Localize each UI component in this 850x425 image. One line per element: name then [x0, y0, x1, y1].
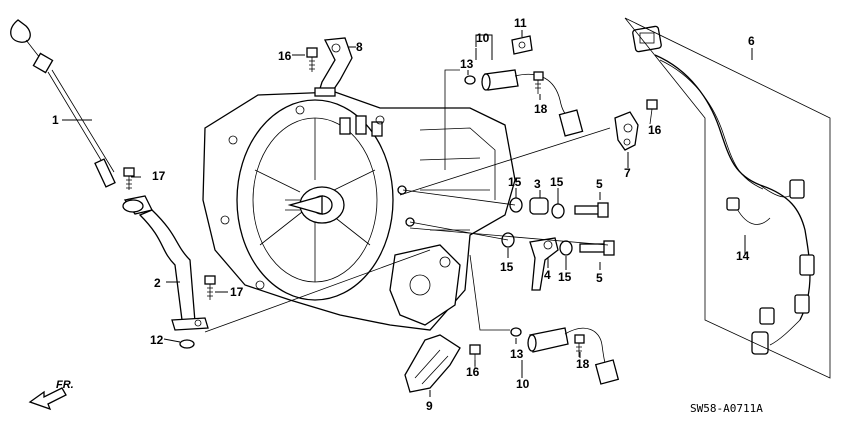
callout-11: 11: [514, 16, 527, 30]
filler-pipe: [122, 195, 209, 349]
transmission-housing: [202, 91, 516, 331]
callout-15a: 15: [508, 175, 522, 189]
callout-7: 7: [624, 166, 631, 180]
collar-assembly-upper: [509, 197, 609, 219]
callout-14: 14: [736, 249, 750, 263]
callout-15b: 15: [550, 175, 564, 189]
harness-bracket: [314, 37, 353, 97]
bolt-16-top: [306, 47, 318, 72]
callout-17a: 17: [152, 169, 166, 183]
front-direction-label: FR.: [56, 379, 74, 391]
callout-9: 9: [426, 399, 433, 413]
callout-5a: 5: [596, 177, 603, 191]
front-direction-arrow-icon: FR.: [28, 379, 74, 411]
diagram-code: SW58-A0711A: [690, 402, 763, 415]
callout-5b: 5: [596, 271, 603, 285]
callouts: 1 2 3 4 5 5 6 7 8 9 10 10 11 12 13 13 14…: [52, 16, 755, 413]
callout-10a: 10: [476, 31, 490, 45]
callout-18a: 18: [534, 102, 548, 116]
callout-16c: 16: [466, 365, 480, 379]
wire-harness: [624, 17, 831, 379]
callout-12: 12: [150, 333, 164, 347]
callout-16a: 16: [278, 49, 292, 63]
callout-8: 8: [356, 40, 363, 54]
callout-2: 2: [154, 276, 161, 290]
callout-3: 3: [534, 177, 541, 191]
splash-guard: [404, 334, 461, 393]
bolt-17-upper: [123, 167, 135, 190]
callout-6: 6: [748, 34, 755, 48]
callout-1: 1: [52, 113, 59, 127]
speed-sensor-lower: [510, 327, 620, 385]
callout-13a: 13: [460, 57, 474, 71]
callout-4: 4: [544, 268, 551, 282]
callout-13b: 13: [510, 347, 524, 361]
callout-16b: 16: [648, 123, 662, 137]
bolt-17-lower: [204, 275, 216, 300]
callout-15c: 15: [500, 260, 514, 274]
collar-assembly-lower: [501, 232, 615, 291]
sensor-bracket-7: [614, 111, 639, 151]
callout-18b: 18: [576, 357, 590, 371]
callout-15d: 15: [558, 270, 572, 284]
dipstick: [10, 19, 116, 188]
speed-sensor-upper: [464, 35, 584, 137]
callout-10b: 10: [516, 377, 530, 391]
bolt-16-right: [646, 99, 658, 125]
leader-lines: [62, 30, 753, 397]
callout-17b: 17: [230, 285, 244, 299]
